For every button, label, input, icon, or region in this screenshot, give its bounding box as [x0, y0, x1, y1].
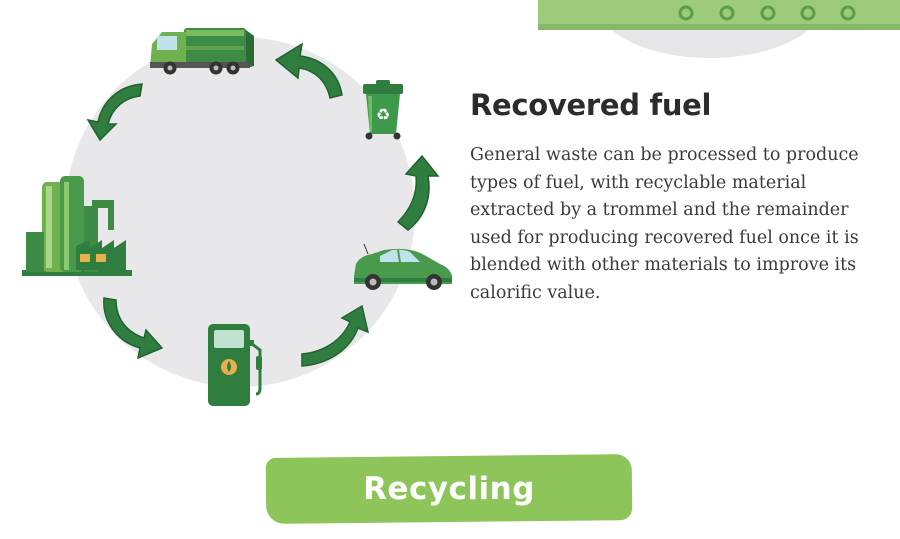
section-description: General waste can be processed to produc…	[470, 145, 859, 303]
recycle-bin-icon: ♻	[363, 80, 403, 140]
fuel-pump-icon	[208, 324, 262, 406]
top-decoration	[538, 0, 900, 58]
section-title: Recovered fuel	[470, 88, 712, 122]
arrow-plant-to-pump	[103, 297, 164, 360]
garbage-truck-icon	[150, 28, 254, 75]
arrow-truck-to-plant	[86, 83, 143, 142]
arrow-bin-to-truck	[274, 42, 343, 99]
svg-text:♻: ♻	[376, 105, 390, 124]
arrow-car-to-bin	[396, 154, 440, 231]
processing-plant-icon	[22, 176, 132, 276]
cycle-arrows	[86, 42, 440, 367]
recycling-banner-label: Recycling	[363, 471, 535, 507]
cycle-background-circle	[65, 37, 415, 387]
arrow-pump-to-car	[301, 304, 370, 367]
car-icon	[354, 243, 452, 290]
